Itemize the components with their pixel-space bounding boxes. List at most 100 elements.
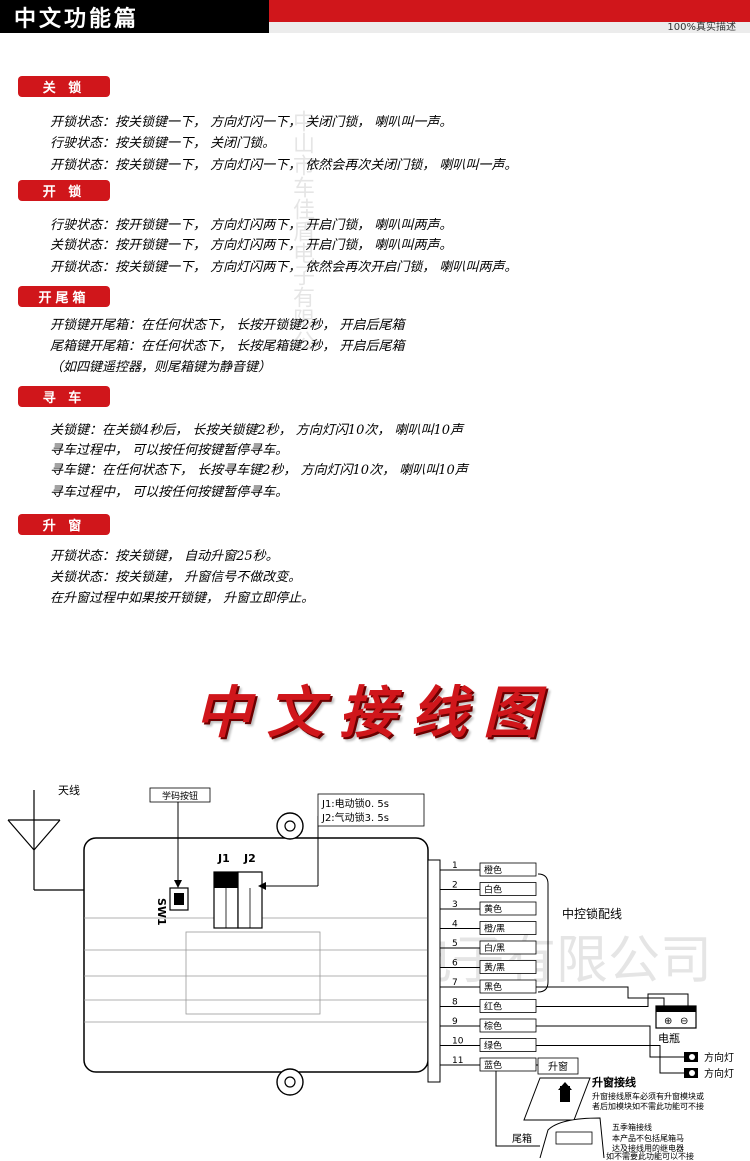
- wire-color-label: 棕色: [484, 1020, 502, 1032]
- section-badge-unlock: 开 锁: [18, 180, 110, 201]
- trunk-note-3: 如不需要此功能可以不接: [606, 1151, 694, 1160]
- battery-plus: ⊕: [664, 1016, 672, 1027]
- find-line-1: 关锁键：在关锁4秒后， 长按关锁键2秒， 方向灯闪10次， 喇叭叫10声: [50, 423, 464, 438]
- wire-number: 9: [452, 1017, 458, 1027]
- central-lock-label: 中控锁配线: [562, 906, 622, 921]
- find-line-2: 寻车过程中， 可以按任何按键暂停寻车。: [50, 443, 289, 458]
- antenna: 天线: [7, 783, 84, 891]
- battery-label: 电瓶: [658, 1031, 680, 1045]
- jumper-j2-note: J2:气动锁3. 5s: [321, 811, 389, 824]
- wire-number: 4: [452, 920, 458, 930]
- wire-color-label: 黄色: [484, 903, 502, 915]
- wire-color-label: 绿色: [484, 1040, 502, 1052]
- lock-line-1: 开锁状态：按关锁键一下， 方向灯闪一下， 关闭门锁， 喇叭叫一声。: [50, 115, 453, 130]
- find-line-4: 寻车过程中， 可以按任何按键暂停寻车。: [50, 485, 289, 500]
- wire-2: 2 白色: [440, 881, 537, 896]
- battery: ⊕ ⊖ 电瓶: [655, 1005, 697, 1045]
- wire-route-3: [536, 1025, 684, 1058]
- wire-route-6: [495, 1071, 540, 1147]
- trunk-line-3: （如四键遥控器，则尾箱键为静音键）: [50, 360, 272, 375]
- jumpers: J1 J2 J1:电动锁0. 5s J2:气动锁3. 5s: [213, 793, 425, 929]
- wire-5: 5 白/黑: [440, 939, 537, 955]
- trunk-note-1: 本产品不包括尾箱马: [612, 1133, 684, 1143]
- section-badge-find-car: 寻 车: [18, 386, 110, 407]
- wire-number: 1: [452, 861, 458, 871]
- window-note-2: 者后加模块如不需此功能可不接: [592, 1101, 704, 1111]
- antenna-label: 天线: [58, 783, 80, 797]
- wire-route-1: [536, 986, 665, 1006]
- alarm-module: [83, 812, 429, 1096]
- unlock-line-3: 开锁状态：按关锁键一下， 方向灯闪两下， 依然会再次开启门锁， 喇叭叫两声。: [50, 260, 518, 275]
- section-badge-lock: 关 锁: [18, 76, 110, 97]
- j1-label: J1: [217, 852, 230, 865]
- wire-number: 3: [452, 900, 458, 910]
- wire-number: 5: [452, 939, 458, 949]
- header-subtitle: 100%真实描述: [667, 22, 736, 33]
- lock-line-2: 行驶状态：按关锁键一下， 关闭门锁。: [50, 136, 276, 151]
- unlock-line-1: 行驶状态：按开锁键一下， 方向灯闪两下， 开启门锁， 喇叭叫两声。: [50, 218, 453, 233]
- header-bar: 100%真实描述: [269, 0, 750, 33]
- wire-color-label: 橙/黑: [484, 923, 505, 935]
- trunk-note-title: 五季箱接线: [612, 1122, 652, 1132]
- wire-number: 8: [452, 998, 458, 1008]
- wire-harness: 1 橙色 2 白色 3 黄色 4 橙/黑 5 白/黑 6 黄/黑 7 黑色 8 红色 9 棕色 10 绿色 11 蓝色: [440, 861, 689, 1147]
- wire-9: 9 棕色: [440, 1017, 537, 1033]
- sw1-label: SW1: [155, 898, 168, 926]
- wire-color-label: 蓝色: [484, 1059, 502, 1071]
- wire-route-2: [536, 993, 689, 1007]
- wire-6: 6 黄/黑: [440, 959, 537, 974]
- page-header: 中文功能篇 100%真实描述: [0, 0, 750, 33]
- window-module: 升窗 升窗接线 升窗接线原车必须有升窗模块或 者后加模块如不需此功能可不接: [523, 1057, 704, 1121]
- battery-minus: ⊖: [680, 1016, 688, 1027]
- vertical-watermark: 中山市车佳盾电子有限公: [289, 110, 314, 352]
- window-note-1: 升窗接线原车必须有升窗模块或: [592, 1091, 704, 1101]
- diagram-title: 中文接线图: [195, 681, 555, 746]
- window-label: 升窗: [548, 1060, 568, 1073]
- wire-color-label: 白/黑: [484, 942, 505, 954]
- wire-number: 2: [452, 881, 458, 891]
- turn-light-1-label: 方向灯: [704, 1051, 734, 1064]
- window-wiring-title: 升窗接线: [592, 1075, 636, 1089]
- wire-color-label: 橙色: [484, 864, 502, 876]
- trunk-note-2: 达及接线用的继电器: [612, 1143, 684, 1153]
- window-line-3: 在升窗过程中如果按开锁键， 升窗立即停止。: [50, 591, 315, 606]
- j2-label: J2: [243, 852, 256, 865]
- wire-7: 7 黑色: [440, 978, 537, 994]
- section-badge-trunk: 开尾箱: [18, 286, 110, 307]
- wire-color-label: 红色: [484, 1001, 502, 1013]
- header-stripe: [269, 22, 750, 33]
- learn-button: 学码按钮 SW1: [149, 787, 211, 926]
- wire-number: 6: [452, 959, 458, 969]
- wire-8: 8 红色: [440, 998, 537, 1013]
- wire-color-label: 白色: [484, 884, 502, 896]
- unlock-line-2: 关锁状态：按开锁键一下， 方向灯闪两下， 开启门锁， 喇叭叫两声。: [50, 238, 453, 253]
- wire-route-4: [536, 1045, 684, 1074]
- trunk-line-1: 开锁键开尾箱：在任何状态下， 长按开锁键2秒， 开启后尾箱: [50, 318, 405, 333]
- turn-light-2-label: 方向灯: [704, 1067, 734, 1080]
- wire-10: 10 绿色: [440, 1037, 537, 1052]
- wire-11: 11 蓝色: [440, 1056, 537, 1072]
- jumper-j1-note: J1:电动锁0. 5s: [321, 797, 389, 810]
- wire-3: 3 黄色: [440, 900, 537, 916]
- header-title: 中文功能篇: [0, 0, 269, 33]
- lock-line-3: 开锁状态：按关锁键一下， 方向灯闪一下， 依然会再次关闭门锁， 喇叭叫一声。: [50, 158, 518, 173]
- wiring-diagram: 中山市车佳盾电子有限公司 天线 学码按钮 SW1 J1 J2: [7, 783, 734, 1160]
- wire-1: 1 橙色: [440, 861, 537, 877]
- trunk-label: 尾箱: [512, 1132, 532, 1145]
- central-lock-group: 中控锁配线: [537, 873, 622, 993]
- window-line-1: 开锁状态：按关锁键， 自动升窗25秒。: [50, 549, 279, 564]
- learn-button-label: 学码按钮: [162, 790, 198, 802]
- wire-color-label: 黑色: [484, 981, 502, 993]
- trunk-line-2: 尾箱键开尾箱：在任何状态下， 长按尾箱键2秒， 开启后尾箱: [50, 339, 405, 354]
- find-line-3: 寻车键：在任何状态下， 长按寻车键2秒， 方向灯闪10次， 喇叭叫10声: [50, 463, 468, 478]
- trunk-module: 尾箱 五季箱接线 本产品不包括尾箱马 达及接线用的继电器 如不需要此功能可以不接: [512, 1117, 694, 1160]
- wire-number: 7: [452, 978, 458, 988]
- window-line-2: 关锁状态：按关锁建， 升窗信号不做改变。: [50, 570, 302, 585]
- wire-number: 11: [452, 1056, 463, 1066]
- turn-lights: 方向灯 方向灯: [684, 1051, 734, 1080]
- wire-number: 10: [452, 1037, 464, 1047]
- wire-color-label: 黄/黑: [484, 962, 505, 974]
- section-badge-window: 升 窗: [18, 514, 110, 535]
- wire-connector: [427, 859, 441, 1083]
- wire-4: 4 橙/黑: [440, 920, 537, 935]
